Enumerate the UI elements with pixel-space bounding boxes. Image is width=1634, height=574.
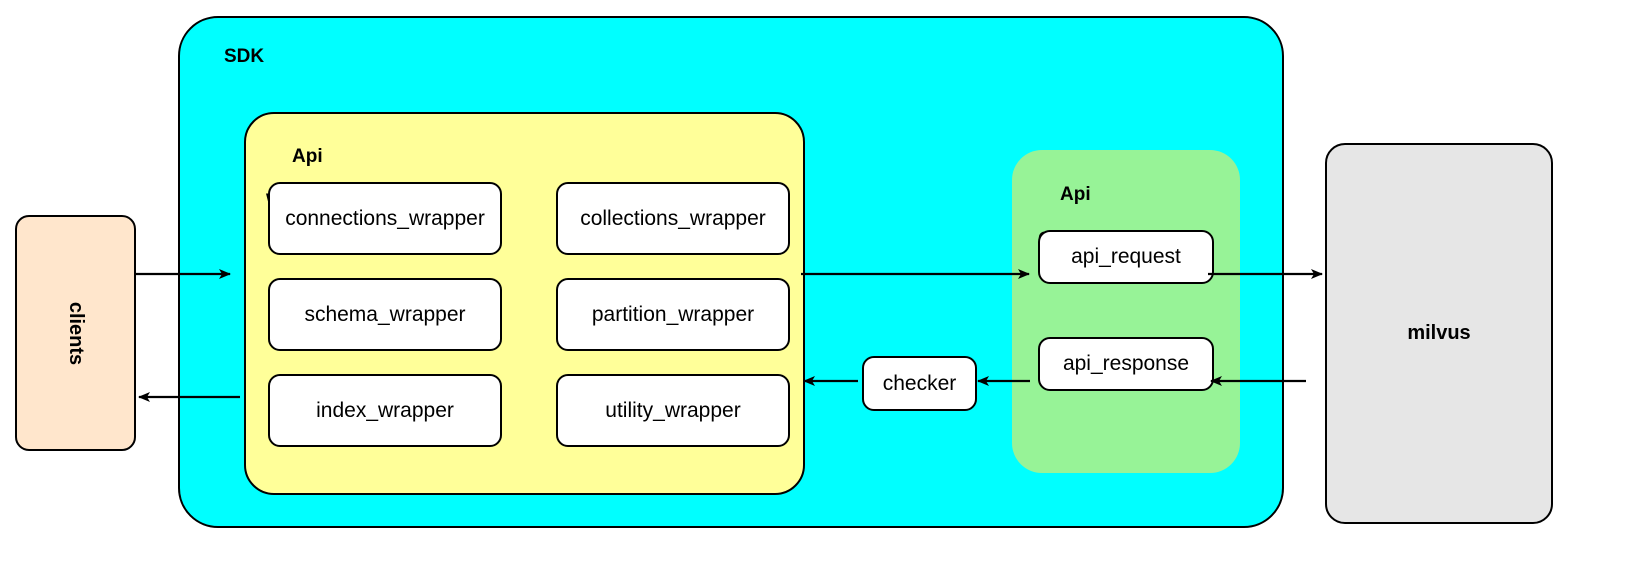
node-milvus-label: milvus (1407, 322, 1471, 344)
node-collections-wrapper-label: collections_wrapper (580, 206, 766, 230)
node-schema-wrapper-label: schema_wrapper (304, 302, 466, 326)
node-clients[interactable]: clients (15, 215, 136, 451)
node-connections-wrapper-label: connections_wrapper (285, 206, 485, 230)
node-api-response[interactable]: api_response (1038, 337, 1214, 391)
node-milvus[interactable]: milvus (1325, 143, 1553, 524)
node-utility-wrapper-label: utility_wrapper (605, 398, 741, 422)
node-clients-label: clients (64, 301, 87, 365)
group-api-gateway[interactable]: Api Gateway api_request api_response (1012, 150, 1240, 473)
group-api-wrapper[interactable]: Api Wrapper connections_wrapper collecti… (244, 112, 805, 495)
group-api-wrapper-label-line1: Api (292, 146, 323, 168)
node-checker-label: checker (882, 371, 957, 395)
node-index-wrapper[interactable]: index_wrapper (268, 374, 502, 447)
node-api-request[interactable]: api_request (1038, 230, 1214, 284)
node-api-request-label: api_request (1071, 245, 1181, 268)
node-utility-wrapper[interactable]: utility_wrapper (556, 374, 790, 447)
node-collections-wrapper[interactable]: collections_wrapper (556, 182, 790, 255)
group-sdk-label: SDK (224, 46, 265, 67)
group-sdk[interactable]: SDK Api Wrapper connections_wrapper coll… (178, 16, 1284, 528)
node-index-wrapper-label: index_wrapper (316, 398, 454, 422)
node-partition-wrapper-label: partition_wrapper (591, 302, 755, 326)
node-api-response-label: api_response (1062, 352, 1190, 375)
group-api-gateway-label-line1: Api (1060, 184, 1091, 206)
node-schema-wrapper[interactable]: schema_wrapper (268, 278, 502, 351)
node-checker[interactable]: checker (862, 356, 977, 411)
node-partition-wrapper[interactable]: partition_wrapper (556, 278, 790, 351)
node-connections-wrapper[interactable]: connections_wrapper (268, 182, 502, 255)
